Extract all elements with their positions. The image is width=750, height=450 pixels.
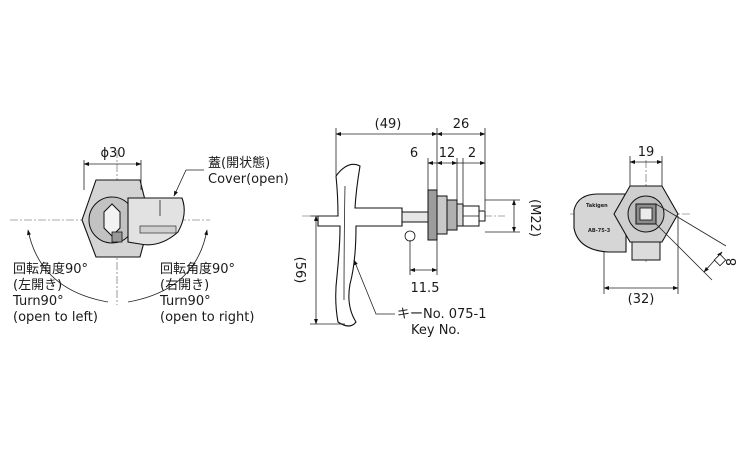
turn-right-en1: Turn90° [159,294,211,309]
lock-cylinder [436,195,448,235]
front-cover-label-plate [139,225,177,234]
dim19-label: 19 [638,145,655,160]
sq8-ext-1 [655,223,713,281]
lock-flange [427,189,438,241]
lock-panel-nut [446,199,458,231]
front-key-slot [103,203,121,237]
m22-label: (M22) [527,199,542,237]
dim32-label: (32) [628,292,655,307]
turn-right-en2: (open to right) [160,310,254,325]
key-number-leader [353,259,395,315]
turn-left-jp1: 回転角度90° [13,261,88,277]
front-view: ϕ30 蓋(開状態) Cover(open) 回転角度90° (左開き) Tur… [10,146,289,325]
cover-label-jp: 蓋(開状態) [208,155,270,171]
sq8-ext-2 [655,203,727,247]
side-view: (49) 26 6 12 2 (M22) 11.5 (56) キーNo. [292,117,542,338]
front-slot-tab [111,231,123,243]
dim2-label: 2 [468,146,476,161]
front-cover-open [127,197,185,246]
key-shank [401,211,431,223]
key-handle [317,163,403,327]
rear-body-plate [573,193,627,253]
key-handle-ridge [343,185,346,301]
cover-label-en: Cover(open) [208,172,289,187]
lock-washer [456,203,464,227]
phi30-label: ϕ30 [100,146,125,161]
dim26-label: 26 [453,117,470,132]
key-number-en: Key No. [411,323,460,338]
turn-right-jp1: 回転角度90° [160,261,235,277]
turn-left-en2: (open to left) [13,310,98,325]
turn-left-jp2: (左開き) [13,278,62,293]
turn-left-en1: Turn90° [12,294,64,309]
square-symbol [713,253,727,267]
dim115-label: 11.5 [411,281,440,296]
key-ring-hole [404,230,416,242]
key-number-jp: キーNo. 075-1 [397,307,487,322]
lock-stub [478,210,486,222]
dim49-label: (49) [375,117,402,132]
rear-plate-text1: Takigen [586,203,608,209]
cover-leader [173,169,204,197]
rear-cam [631,241,661,261]
turn-right-jp2: (右開き) [160,278,209,293]
rear-plate-text2: AB-75-3 [588,228,611,234]
dim6-label: 6 [410,146,418,161]
dim56-label: (56) [292,257,307,284]
dim12-label: 12 [439,146,456,161]
turn-left-arc [27,229,109,303]
rear-square-inner [639,207,653,221]
rear-view: Takigen AB-75-3 19 (32) 8 [570,145,740,307]
sq8-label: 8 [725,258,740,266]
turn-right-arc [127,229,209,303]
